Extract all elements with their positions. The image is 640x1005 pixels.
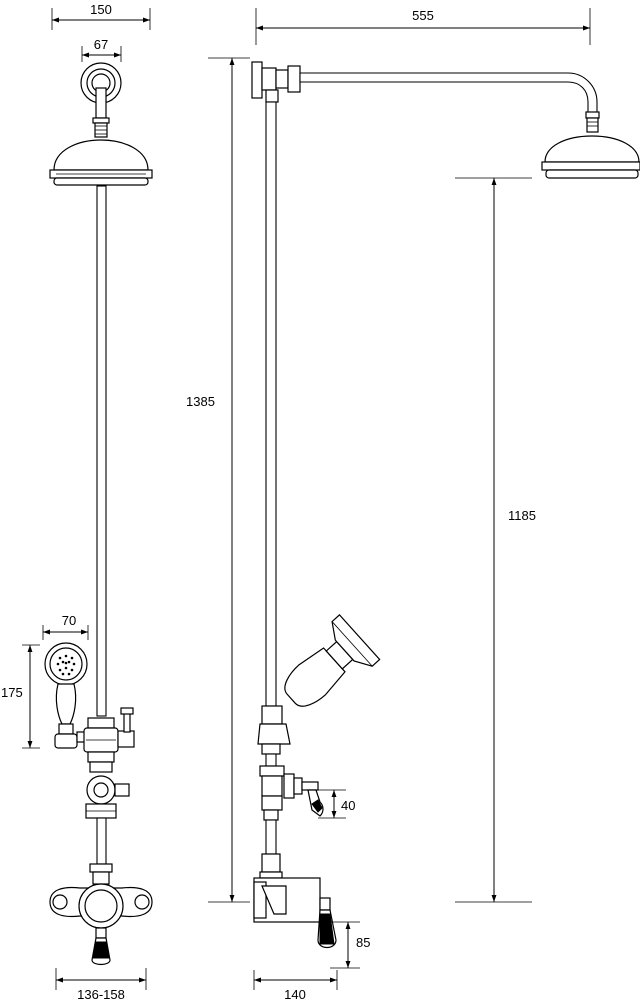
dimension-valve-depth: 140: [253, 970, 338, 1002]
side-slider-bracket: [257, 705, 291, 755]
dimension-handset-length: 175: [1, 644, 40, 749]
handset-spray-holes: [56, 654, 76, 676]
side-thermostatic-valve: [253, 877, 337, 949]
dimension-handset-width: 70: [42, 613, 89, 640]
dim-label-front-width: 150: [90, 2, 112, 17]
dimension-valve-centres: 136-158: [55, 968, 147, 1002]
side-diverter-assembly: [259, 753, 324, 879]
front-view: 150 67: [1, 2, 153, 1002]
side-shower-arm: [299, 72, 600, 133]
dimension-lever-offset: 40: [318, 789, 355, 819]
dimension-wall-bracket: 67: [81, 37, 122, 62]
dim-label-arm-projection: 555: [412, 8, 434, 23]
side-view: 555 1385: [186, 8, 640, 1002]
dim-label-handset-width: 70: [62, 613, 76, 628]
dimension-front-width: 150: [51, 2, 151, 30]
front-diverter-assembly: [83, 707, 135, 865]
dim-label-valve-handle-drop: 85: [356, 935, 370, 950]
dim-label-valve-depth: 140: [284, 987, 306, 1002]
dimension-valve-handle-drop: 85: [330, 921, 370, 969]
dim-label-handset-length: 175: [1, 685, 23, 700]
side-wall-bracket: [251, 61, 301, 103]
dim-label-wall-bracket: 67: [94, 37, 108, 52]
dimension-overall-height: 1385: [186, 57, 250, 903]
front-shower-head: [49, 139, 153, 186]
dim-label-head-height: 1185: [508, 508, 536, 523]
dim-label-lever-offset: 40: [341, 798, 355, 813]
front-riser-rail: [96, 185, 107, 717]
dim-label-valve-centres: 136-158: [77, 987, 125, 1002]
dim-label-overall-height: 1385: [186, 394, 215, 409]
dimension-arm-projection: 555: [255, 8, 591, 45]
side-handset: [284, 614, 381, 707]
front-thermostatic-valve: [49, 863, 153, 966]
side-riser-rail: [265, 101, 277, 707]
side-shower-head: [541, 135, 640, 179]
dimension-head-height: 1185: [455, 177, 536, 903]
front-arm-connector: [92, 87, 110, 138]
